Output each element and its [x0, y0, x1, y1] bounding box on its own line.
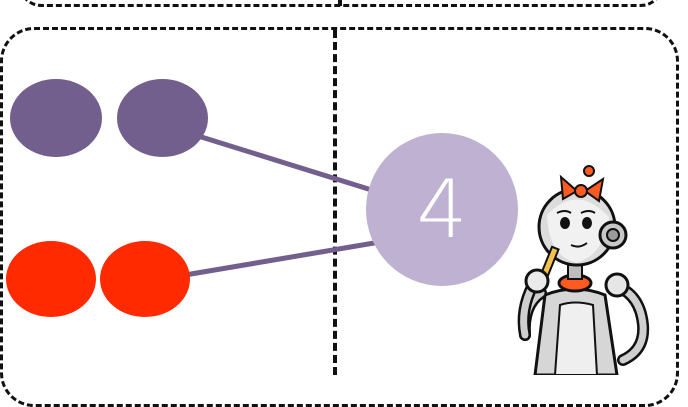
- red-dot: [100, 241, 190, 317]
- connector-red: [182, 239, 383, 278]
- connector-purple: [192, 132, 381, 195]
- robot-girl-thinking-icon: [517, 165, 650, 375]
- top-panel-divider: [338, 0, 342, 6]
- purple-dot: [117, 79, 208, 157]
- sum-circle: 4: [366, 133, 518, 286]
- main-panel-divider: [333, 30, 337, 375]
- sum-value: 4: [416, 163, 468, 256]
- purple-dot: [10, 79, 102, 157]
- red-dot: [6, 241, 96, 317]
- connector-lines: [182, 132, 383, 278]
